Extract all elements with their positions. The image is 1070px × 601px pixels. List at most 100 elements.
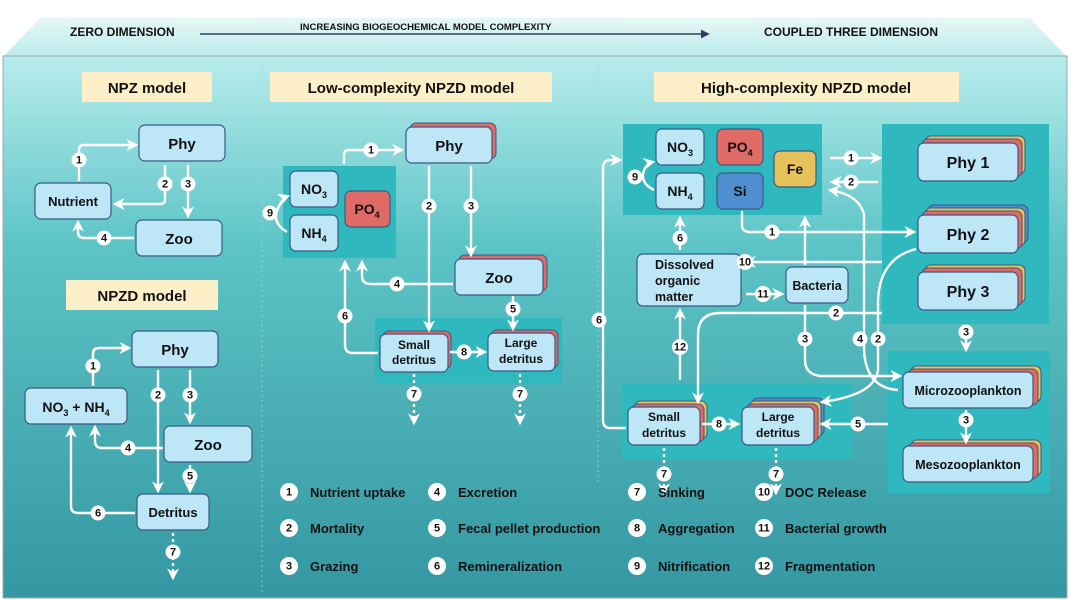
high-badge-11: 11 [755, 286, 771, 302]
npzd-badge-6: 6 [90, 505, 106, 521]
low-arrow-remin [339, 259, 378, 355]
low-po4-label: PO4 [354, 201, 379, 220]
svg-text:6: 6 [342, 311, 348, 323]
legend-badge [755, 519, 773, 537]
svg-text:11: 11 [757, 289, 769, 301]
svg-text:7: 7 [170, 547, 176, 559]
high-arrow-remin-detritus [601, 154, 626, 430]
legend-badge [628, 483, 646, 501]
high-phy3-label: Phy 3 [947, 284, 990, 301]
npzd-arrow-excretion [89, 424, 163, 450]
legend-label: Fecal pellet production [458, 521, 600, 536]
npzd-badge-5: 5 [182, 468, 198, 484]
svg-text:2: 2 [286, 523, 292, 535]
high-title: High-complexity NPZD model [701, 80, 911, 97]
low-arrow-excretion [356, 259, 453, 286]
low-badge-7: 7 [512, 386, 528, 402]
legend-badge [280, 519, 298, 537]
legend-label: Aggregation [658, 521, 735, 536]
high-small-det-stack [627, 400, 708, 446]
npzd-title: NPZD model [97, 288, 186, 305]
svg-text:1: 1 [76, 155, 82, 167]
svg-text:9: 9 [632, 172, 638, 184]
low-badge-9: 9 [262, 205, 278, 221]
npz-badge-1: 1 [71, 152, 87, 168]
high-large-det-label2: detritus [756, 426, 800, 440]
high-micro-stack [902, 365, 1042, 409]
low-small-det-label2: detritus [392, 353, 436, 367]
high-badge-2: 2 [828, 305, 844, 321]
high-badge-3: 3 [958, 324, 974, 340]
legend-label: Fragmentation [785, 559, 875, 574]
header-band [2, 18, 1068, 58]
svg-text:1: 1 [368, 145, 374, 157]
high-no3-box [655, 128, 705, 166]
npz-title: NPZ model [108, 80, 186, 97]
low-badge-4: 4 [389, 276, 405, 292]
svg-text:1: 1 [769, 227, 775, 239]
svg-text:3: 3 [963, 327, 969, 339]
svg-text:3: 3 [802, 334, 808, 346]
svg-text:11: 11 [758, 523, 770, 535]
high-large-det-stack [741, 397, 825, 446]
svg-text:7: 7 [661, 469, 667, 481]
legend-label: Nitrification [658, 559, 730, 574]
svg-text:3: 3 [187, 390, 193, 402]
svg-text:5: 5 [434, 523, 440, 535]
high-badge-3: 3 [797, 331, 813, 347]
legend-badge [755, 483, 773, 501]
high-phy1-label: Phy 1 [947, 155, 990, 172]
npzd-zoo-box [163, 425, 253, 463]
high-badge-6: 6 [672, 230, 688, 246]
npzd-phy-box [131, 330, 219, 368]
npzd-phy-label: Phy [161, 342, 189, 359]
svg-text:12: 12 [674, 342, 686, 354]
low-phy-label: Phy [435, 138, 463, 155]
low-large-det-box [487, 332, 556, 372]
high-badge-5: 5 [850, 416, 866, 432]
high-large-det-label1: Large [762, 410, 795, 424]
svg-text:4: 4 [857, 334, 864, 346]
svg-text:4: 4 [101, 233, 108, 245]
high-arrow-excretion [827, 185, 899, 392]
svg-text:6: 6 [434, 561, 440, 573]
high-badge-1: 1 [843, 150, 859, 166]
low-small-det-box [379, 333, 449, 373]
svg-text:6: 6 [596, 315, 602, 327]
low-badge-1: 1 [363, 142, 379, 158]
low-zoo-box [454, 258, 544, 296]
high-phy2-label: Phy 2 [947, 227, 990, 244]
legend-badge [428, 483, 446, 501]
npz-zoo-box [135, 219, 223, 257]
legend-badge [428, 557, 446, 575]
npzd-badge-3: 3 [182, 387, 198, 403]
high-si-label: Si [733, 183, 746, 199]
high-phy3-stack [917, 264, 1026, 311]
high-badge-2: 2 [843, 174, 859, 190]
svg-text:5: 5 [187, 471, 193, 483]
high-arrow-nitrification [641, 158, 656, 192]
svg-text:10: 10 [758, 487, 770, 499]
high-fe-label: Fe [787, 161, 804, 177]
legend-label: Sinking [658, 485, 705, 500]
high-badge-2: 2 [870, 331, 886, 347]
high-nh4-label: NH4 [667, 183, 692, 202]
low-po4-box [344, 190, 391, 228]
npzd-title-box [66, 280, 218, 310]
low-title-box [270, 72, 552, 102]
npzd-badge-2: 2 [150, 387, 166, 403]
svg-text:9: 9 [634, 561, 640, 573]
legend-badge [628, 519, 646, 537]
high-arrow-mortality-small-det [692, 311, 882, 405]
legend-label: Grazing [310, 559, 358, 574]
svg-text:12: 12 [758, 561, 770, 573]
svg-text:3: 3 [185, 179, 191, 191]
npzd-arrow-remin [65, 425, 135, 515]
npzd-badge-1: 1 [85, 358, 101, 374]
svg-text:6: 6 [95, 508, 101, 520]
